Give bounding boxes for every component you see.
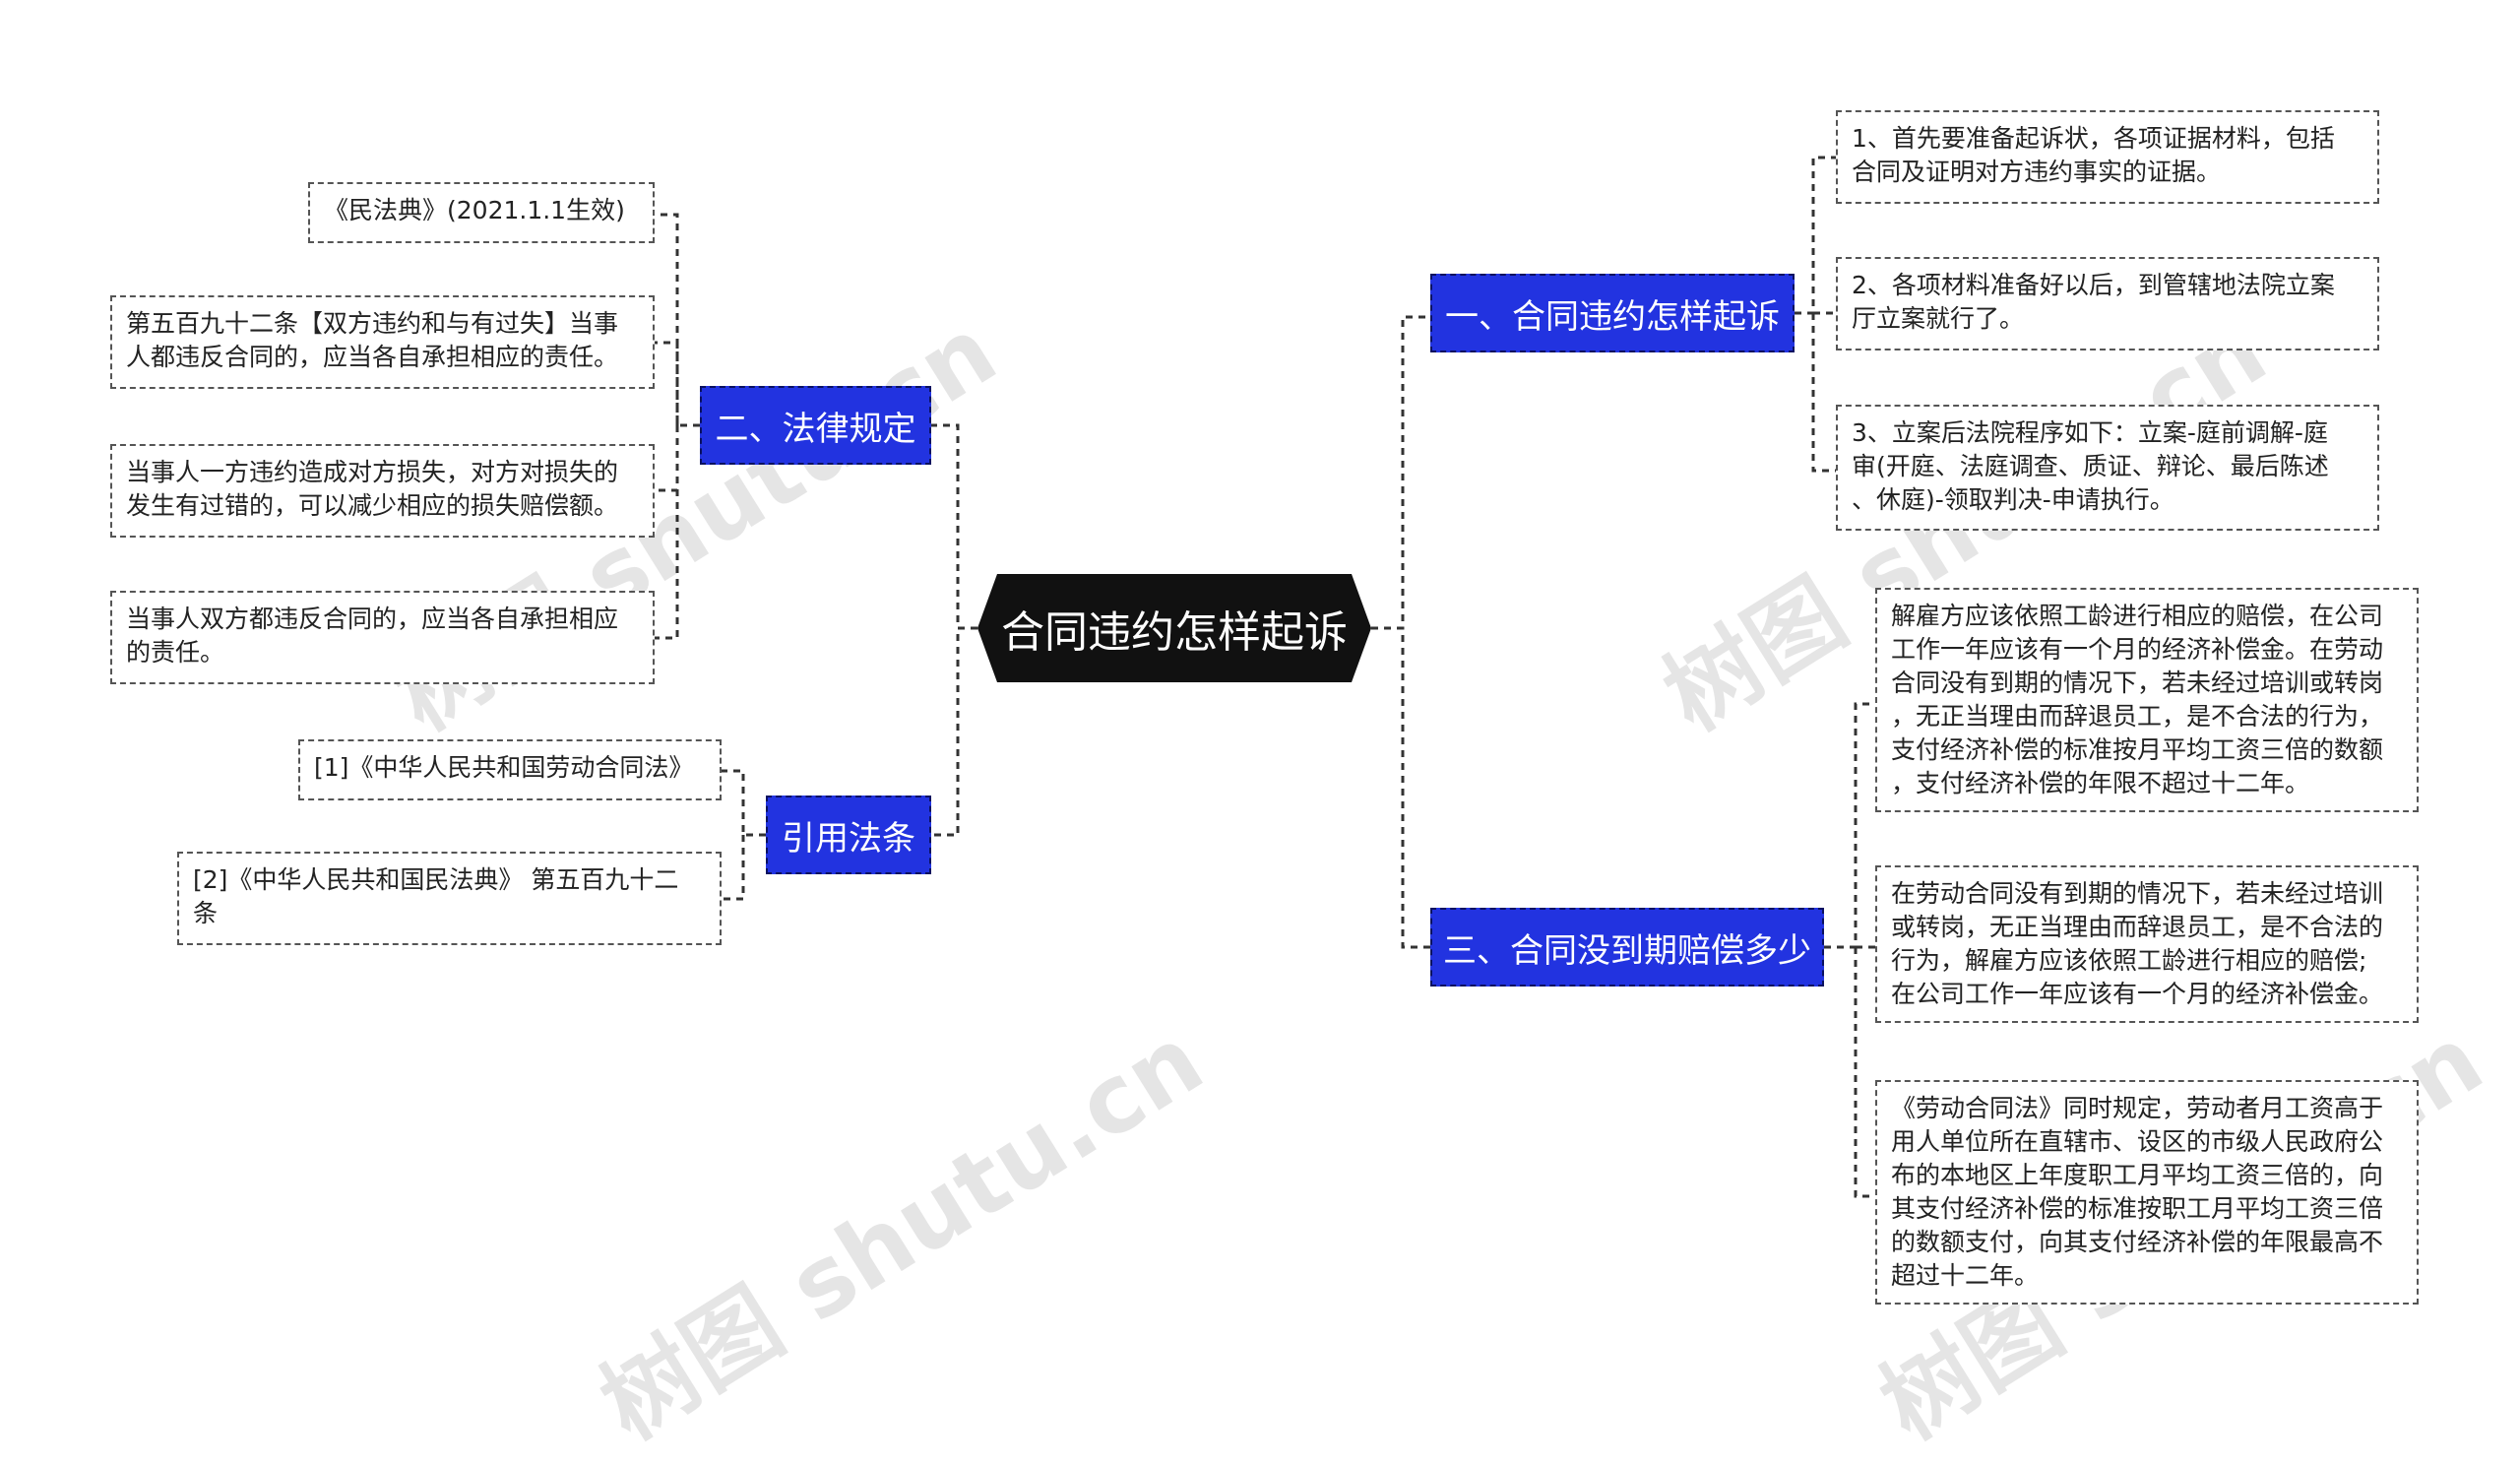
mindmap-canvas: 树图 shutu.cn 树图 shutu.cn 树图 shutu.cn 树图 s…: [110, 110, 2501, 1461]
root-node[interactable]: 合同违约怎样起诉: [977, 574, 1371, 682]
branch-legal-provisions[interactable]: 二、法律规定: [700, 386, 931, 465]
branch-how-to-sue[interactable]: 一、合同违约怎样起诉: [1430, 274, 1795, 352]
link-root-b3: [1371, 626, 1430, 949]
connector-lines: [655, 156, 1875, 1198]
leaf-b4-1[interactable]: [1]《中华人民共和国劳动合同法》: [298, 739, 722, 800]
link-b1-leaves: [1795, 156, 1836, 473]
leaf-b1-1[interactable]: 1、首先要准备起诉状，各项证据材料，包括 合同及证明对方违约事实的证据。: [1836, 110, 2379, 204]
leaf-b3-2[interactable]: 在劳动合同没有到期的情况下，若未经过培训 或转岗，无正当理由而辞退员工，是不合法…: [1875, 865, 2419, 1023]
link-b3-leaves: [1824, 702, 1875, 1198]
leaf-b3-1[interactable]: 解雇方应该依照工龄进行相应的赔偿，在公司 工作一年应该有一个月的经济补偿金。在劳…: [1875, 588, 2419, 812]
leaf-b2-1[interactable]: 《民法典》(2021.1.1生效): [308, 182, 655, 243]
leaf-b1-2[interactable]: 2、各项材料准备好以后，到管辖地法院立案 厅立案就行了。: [1836, 257, 2379, 350]
link-b4-leaves: [722, 769, 766, 901]
branch-cited-laws[interactable]: 引用法条: [766, 796, 931, 874]
leaf-b1-3[interactable]: 3、立案后法院程序如下：立案-庭前调解-庭 审(开庭、法庭调查、质证、辩论、最后…: [1836, 405, 2379, 531]
link-root-b1: [1371, 315, 1430, 630]
leaf-b2-3[interactable]: 当事人一方违约造成对方损失，对方对损失的 发生有过错的，可以减少相应的损失赔偿额…: [110, 444, 655, 538]
leaf-b2-2[interactable]: 第五百九十二条【双方违约和与有过失】当事 人都违反合同的，应当各自承担相应的责任…: [110, 295, 655, 389]
branch-compensation[interactable]: 三、合同没到期赔偿多少: [1430, 908, 1824, 987]
leaf-b3-3[interactable]: 《劳动合同法》同时规定，劳动者月工资高于 用人单位所在直辖市、设区的市级人民政府…: [1875, 1080, 2419, 1305]
leaf-b4-2[interactable]: [2]《中华人民共和国民法典》 第五百九十二 条: [177, 852, 722, 945]
link-root-b2: [931, 423, 977, 630]
leaf-b2-4[interactable]: 当事人双方都违反合同的，应当各自承担相应 的责任。: [110, 591, 655, 684]
link-root-b4: [931, 626, 977, 837]
link-b2-leaves: [655, 213, 700, 640]
